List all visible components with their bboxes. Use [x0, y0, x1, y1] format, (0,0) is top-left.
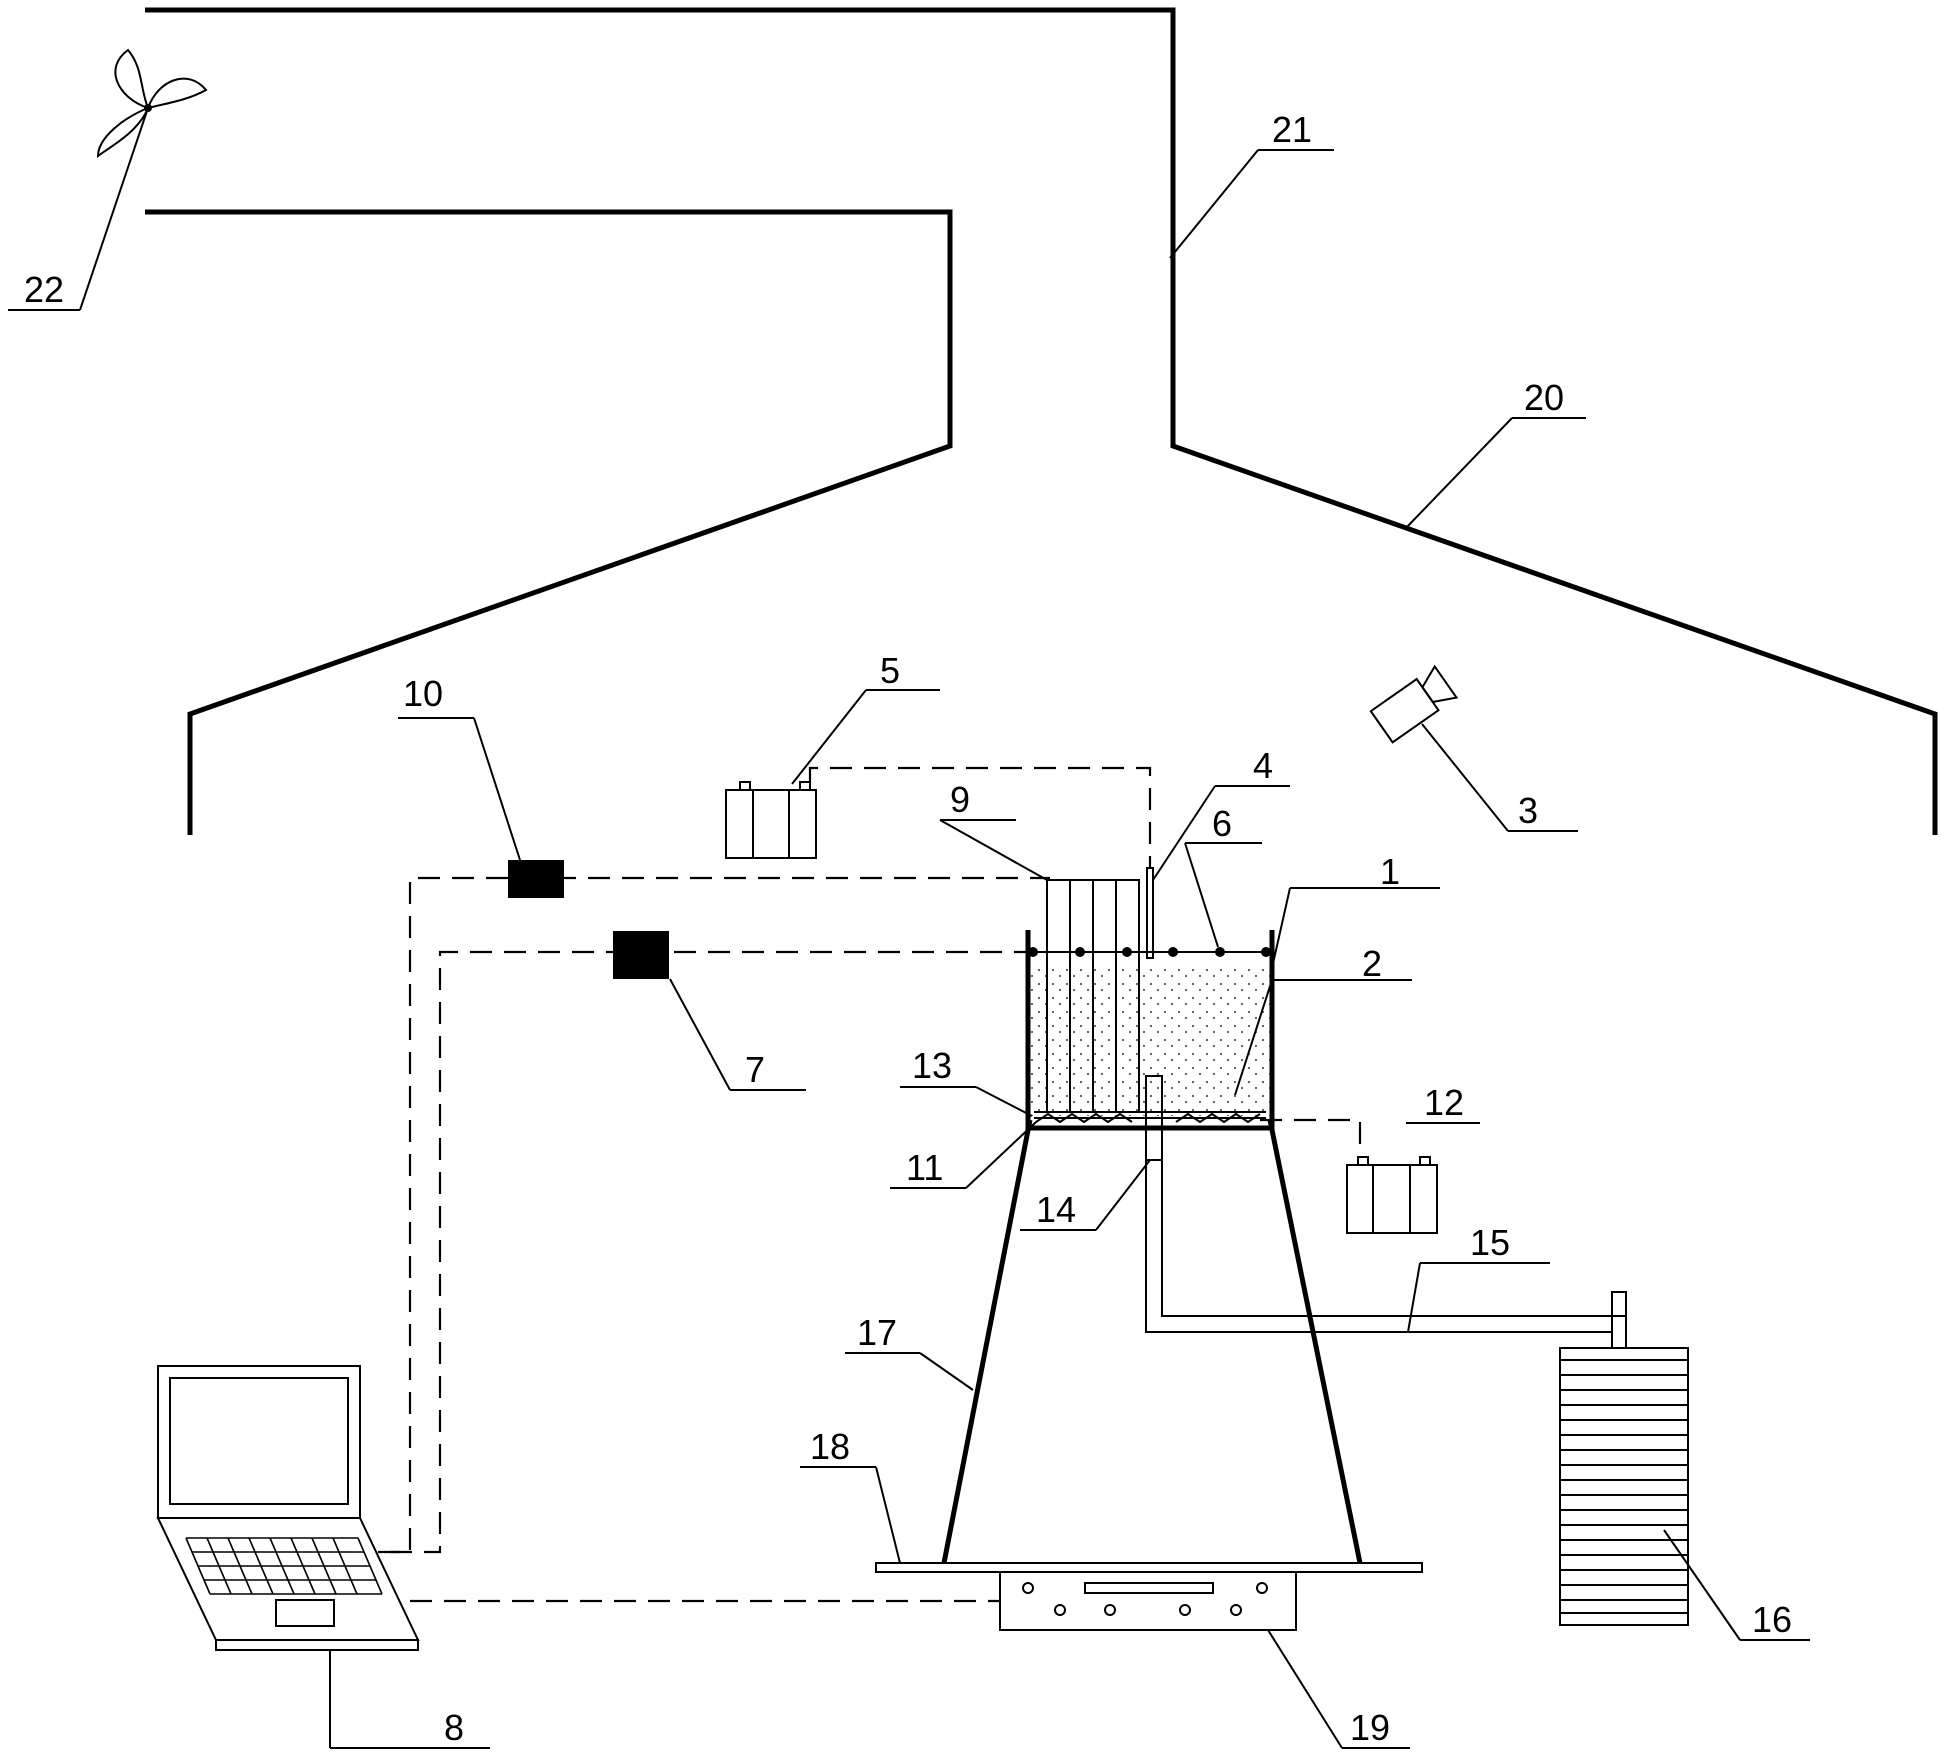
- balance: [999, 1571, 1297, 1631]
- gas-cylinder: [1559, 1347, 1689, 1626]
- label-1: 1: [1380, 851, 1400, 892]
- label-20: 20: [1524, 377, 1564, 418]
- igniter-rod: [1146, 867, 1154, 959]
- mesh-layer: [1035, 1112, 1261, 1124]
- label-2: 2: [1362, 943, 1382, 984]
- part-labels: 1 2 3 4 5 6 7 8 9 10 11 12 13 14 15 16 1…: [24, 109, 1792, 1748]
- label-16: 16: [1752, 1599, 1792, 1640]
- support-stand: [941, 1119, 1363, 1564]
- sample-container: [1025, 930, 1275, 1131]
- label-8: 8: [444, 1707, 464, 1748]
- label-22: 22: [24, 269, 64, 310]
- label-3: 3: [1518, 790, 1538, 831]
- label-9: 9: [950, 779, 970, 820]
- label-7: 7: [745, 1049, 765, 1090]
- label-17: 17: [857, 1312, 897, 1353]
- battery-12: [1346, 1156, 1438, 1234]
- camera-icon: [1369, 664, 1459, 744]
- sensor-dots: [1028, 947, 1271, 957]
- signal-module-10: [508, 860, 564, 898]
- signal-wires: [378, 766, 1362, 1603]
- label-15: 15: [1470, 1222, 1510, 1263]
- signal-module-7: [613, 931, 669, 979]
- label-6: 6: [1212, 803, 1232, 844]
- label-12: 12: [1424, 1082, 1464, 1123]
- label-21: 21: [1272, 109, 1312, 150]
- label-13: 13: [912, 1045, 952, 1086]
- thermocouple-bundle: [1046, 879, 1140, 1113]
- label-4: 4: [1253, 745, 1273, 786]
- label-19: 19: [1350, 1707, 1390, 1748]
- label-11: 11: [906, 1147, 943, 1188]
- label-14: 14: [1036, 1189, 1076, 1230]
- exhaust-hood-duct: [145, 7, 1938, 835]
- platform: [875, 1562, 1423, 1573]
- label-10: 10: [403, 673, 443, 714]
- laptop-icon: [156, 1365, 420, 1651]
- battery-5: [725, 781, 817, 859]
- label-18: 18: [810, 1426, 850, 1467]
- label-5: 5: [880, 650, 900, 691]
- leader-lines: [8, 107, 1810, 1749]
- fan-icon: [96, 48, 208, 159]
